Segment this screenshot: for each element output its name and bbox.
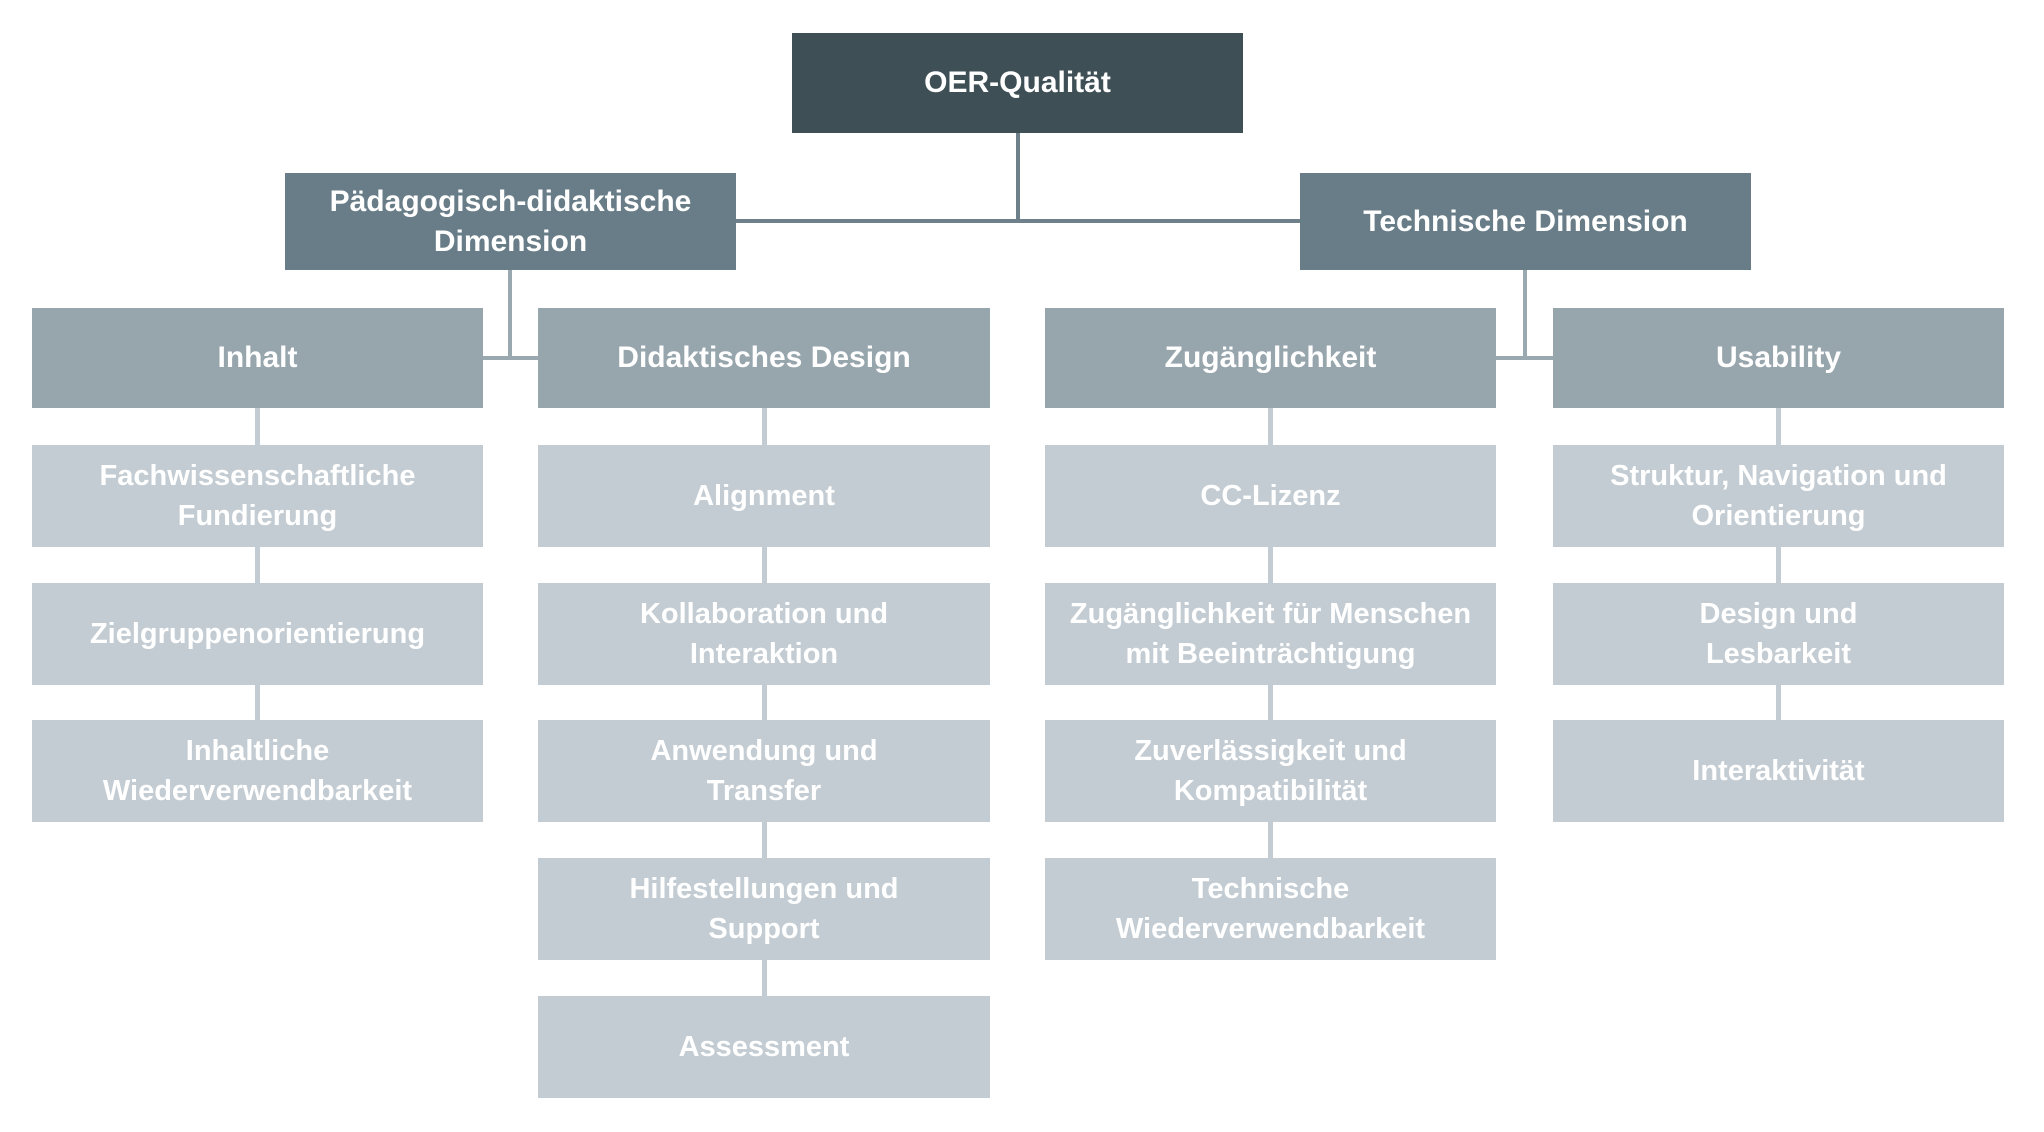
connector-dimension1-vertical	[508, 270, 512, 360]
connector-col1-2	[255, 547, 260, 583]
connector-col1-1	[255, 408, 260, 445]
connector-dimension1-stub	[483, 356, 538, 360]
item-zielgruppenorientierung: Zielgruppenorientierung	[32, 583, 483, 685]
connector-col4-1	[1776, 408, 1781, 445]
item-alignment: Alignment	[538, 445, 990, 547]
connector-col3-3	[1268, 685, 1273, 720]
connector-col3-2	[1268, 547, 1273, 583]
item-cc-lizenz: CC-Lizenz	[1045, 445, 1496, 547]
root-box-oer-qualitaet: OER-Qualität	[792, 33, 1243, 133]
column-header-zugaenglichkeit: Zugänglichkeit	[1045, 308, 1496, 408]
dimension-box-technisch: Technische Dimension	[1300, 173, 1751, 270]
connector-col2-2	[762, 547, 767, 583]
connector-dimension2-stub	[1496, 356, 1553, 360]
connector-col3-4	[1268, 822, 1273, 858]
connector-col2-5	[762, 960, 767, 996]
item-technische-wiederverwendbarkeit: Technische Wiederverwendbarkeit	[1045, 858, 1496, 960]
item-fachwissenschaftliche-fundierung: Fachwissenschaftliche Fundierung	[32, 445, 483, 547]
column-header-didaktisches-design: Didaktisches Design	[538, 308, 990, 408]
connector-col2-3	[762, 685, 767, 720]
dimension-box-paedagogisch-didaktisch: Pädagogisch-didaktische Dimension	[285, 173, 736, 270]
connector-col4-3	[1776, 685, 1781, 720]
item-kollaboration-und-interaktion: Kollaboration und Interaktion	[538, 583, 990, 685]
connector-col1-3	[255, 685, 260, 720]
connector-dimension2-vertical	[1523, 270, 1527, 360]
item-interaktivitaet: Interaktivität	[1553, 720, 2004, 822]
connector-root-vertical	[1016, 133, 1020, 221]
item-design-und-lesbarkeit: Design und Lesbarkeit	[1553, 583, 2004, 685]
connector-col4-2	[1776, 547, 1781, 583]
connector-dimensions-horizontal	[736, 219, 1300, 223]
item-struktur-navigation-orientierung: Struktur, Navigation und Orientierung	[1553, 445, 2004, 547]
item-zuverlaessigkeit-und-kompatibilitaet: Zuverlässigkeit und Kompatibilität	[1045, 720, 1496, 822]
connector-col3-1	[1268, 408, 1273, 445]
item-hilfestellungen-und-support: Hilfestellungen und Support	[538, 858, 990, 960]
item-inhaltliche-wiederverwendbarkeit: Inhaltliche Wiederverwendbarkeit	[32, 720, 483, 822]
item-zugaenglichkeit-fuer-menschen: Zugänglichkeit für Menschen mit Beeinträ…	[1045, 583, 1496, 685]
connector-col2-4	[762, 822, 767, 858]
column-header-usability: Usability	[1553, 308, 2004, 408]
connector-col2-1	[762, 408, 767, 445]
item-anwendung-und-transfer: Anwendung und Transfer	[538, 720, 990, 822]
column-header-inhalt: Inhalt	[32, 308, 483, 408]
item-assessment: Assessment	[538, 996, 990, 1098]
